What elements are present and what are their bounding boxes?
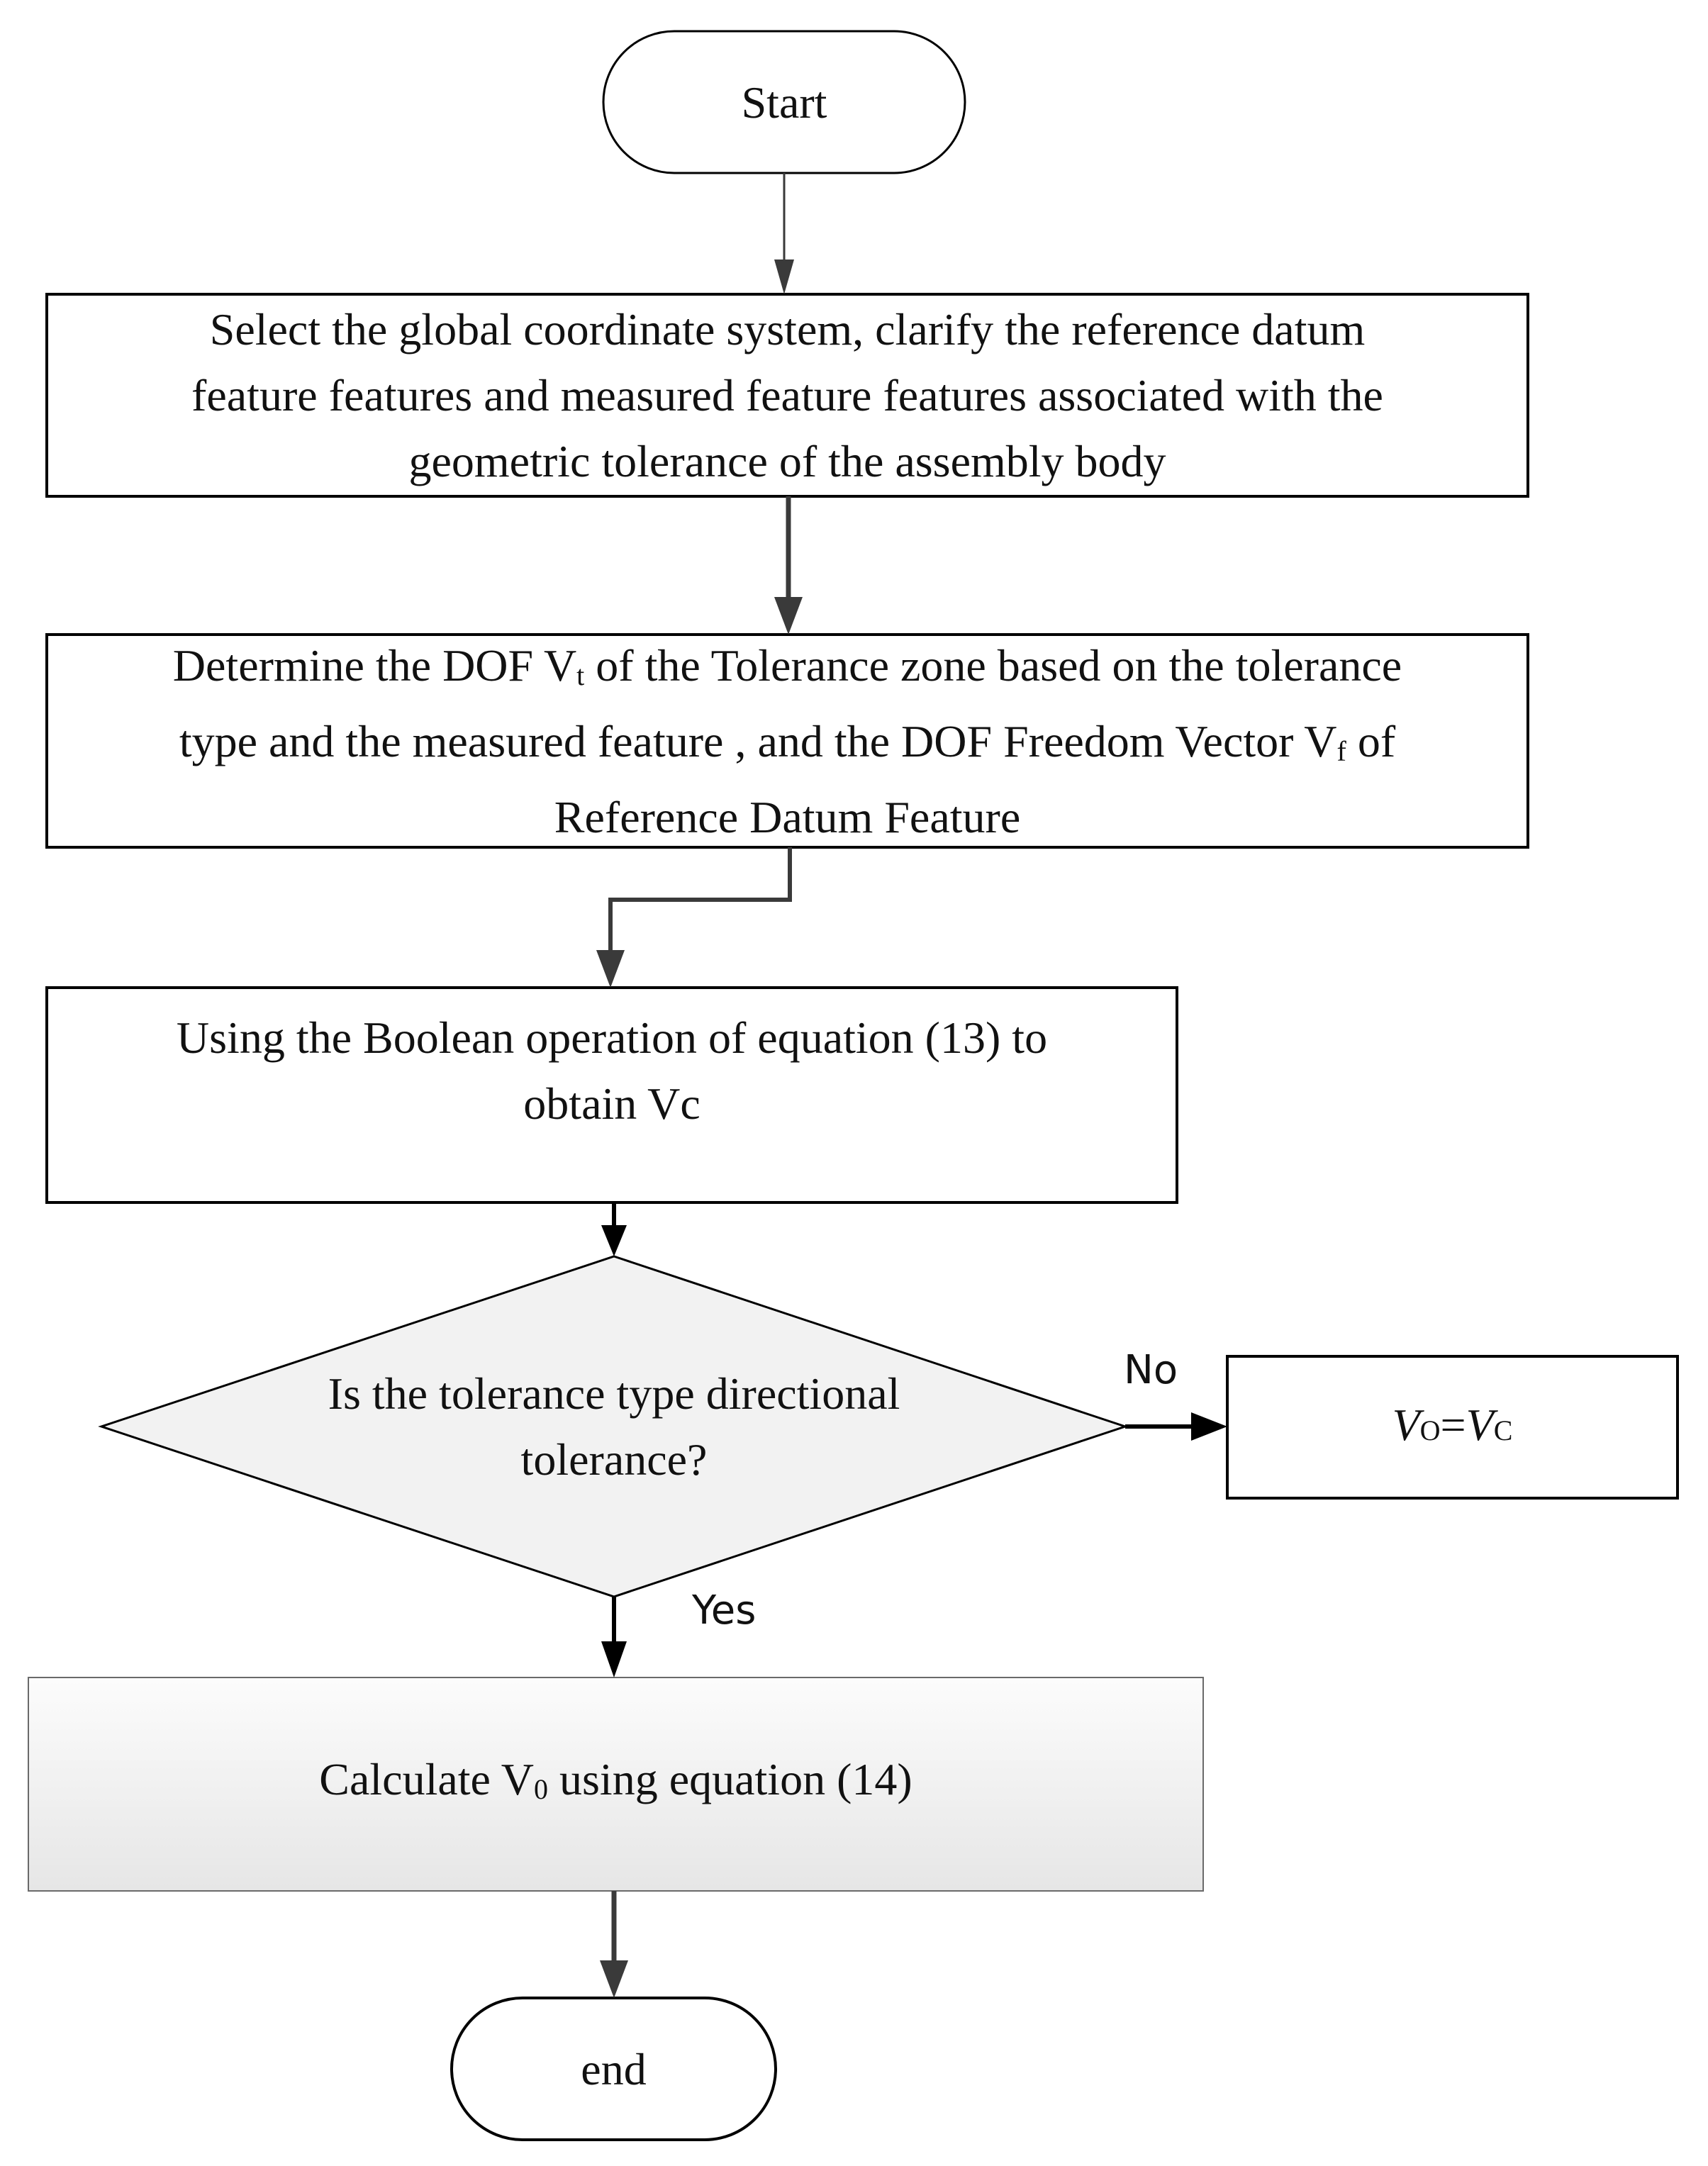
determine-line-2: type and the measured feature , and the … xyxy=(173,708,1402,784)
boolean-op-lines: Using the Boolean operation of equation … xyxy=(177,1005,1047,1186)
calculate-box-shape xyxy=(28,1677,1204,1892)
end-text: end xyxy=(581,2043,647,2094)
assign-v1-subscript: O xyxy=(1419,1414,1441,1446)
determine-line-1-b: of the Tolerance zone based on the toler… xyxy=(584,640,1402,691)
start-text: Start xyxy=(741,77,827,128)
determine-line-1-a: Determine the DOF V xyxy=(172,640,577,691)
end-terminator-shape xyxy=(450,1997,777,2141)
determine-line-1: Determine the DOF Vt of the Tolerance zo… xyxy=(173,632,1402,708)
assign-v2: V xyxy=(1466,1399,1494,1450)
assign-box-shape xyxy=(1226,1355,1679,1500)
decision-line-1: Is the tolerance type directional xyxy=(328,1368,900,1419)
edge-determine-to-boolean xyxy=(596,847,792,988)
edge-decision-yes xyxy=(601,1597,627,1677)
edge-decision-no xyxy=(1125,1412,1227,1441)
select-line-3: geometric tolerance of the assembly body xyxy=(408,436,1166,486)
edge-select-to-determine xyxy=(774,496,803,635)
select-line-2: feature features and measured feature fe… xyxy=(191,370,1383,420)
boolean-line-2: obtain Vc xyxy=(523,1078,700,1129)
edge-label-yes: Yes xyxy=(692,1587,757,1634)
assign-v1: V xyxy=(1392,1399,1420,1450)
decision-text: Is the tolerance type directional tolera… xyxy=(234,1347,994,1506)
select-system-lines: Select the global coordinate system, cla… xyxy=(191,296,1383,494)
assign-text: VO=VC xyxy=(1230,1359,1675,1495)
assign-equals: = xyxy=(1440,1399,1466,1450)
assign-formula: VO=VC xyxy=(1392,1392,1513,1463)
calculate-line: Calculate V0 using equation (14) xyxy=(319,1746,912,1822)
vf-subscript: f xyxy=(1336,735,1346,767)
determine-line-3: Reference Datum Feature xyxy=(554,791,1021,842)
determine-dof-box-shape xyxy=(45,633,1529,849)
assign-v2-subscript: C xyxy=(1493,1414,1513,1446)
select-line-1: Select the global coordinate system, cla… xyxy=(209,304,1366,355)
calculate-text-b: using equation (14) xyxy=(548,1754,912,1804)
boolean-op-box-shape xyxy=(45,986,1178,1204)
end-label: end xyxy=(452,1998,776,2140)
v0-subscript: 0 xyxy=(534,1773,549,1805)
start-label: Start xyxy=(603,31,965,173)
edge-calculate-to-end xyxy=(600,1891,628,1998)
determine-dof-lines: Determine the DOF Vt of the Tolerance zo… xyxy=(173,632,1402,850)
determine-dof-text: Determine the DOF Vt of the Tolerance zo… xyxy=(50,637,1525,844)
select-system-text: Select the global coordinate system, cla… xyxy=(50,297,1525,493)
boolean-line-1: Using the Boolean operation of equation … xyxy=(176,1012,1048,1063)
determine-line-2-a: type and the measured feature , and the … xyxy=(179,715,1337,766)
edge-start-to-select xyxy=(774,173,794,294)
vt-subscript: t xyxy=(576,659,585,691)
edge-boolean-to-decision xyxy=(601,1202,627,1256)
select-system-box-shape xyxy=(45,293,1529,498)
boolean-op-text: Using the Boolean operation of equation … xyxy=(50,990,1174,1200)
calculate-text: Calculate V0 using equation (14) xyxy=(31,1680,1200,1888)
decision-lines: Is the tolerance type directional tolera… xyxy=(328,1361,900,1492)
calculate-text-a: Calculate V xyxy=(319,1754,535,1804)
determine-line-2-b: of xyxy=(1346,715,1396,766)
decision-line-2: tolerance? xyxy=(520,1434,708,1485)
edge-label-no: No xyxy=(1124,1347,1178,1393)
